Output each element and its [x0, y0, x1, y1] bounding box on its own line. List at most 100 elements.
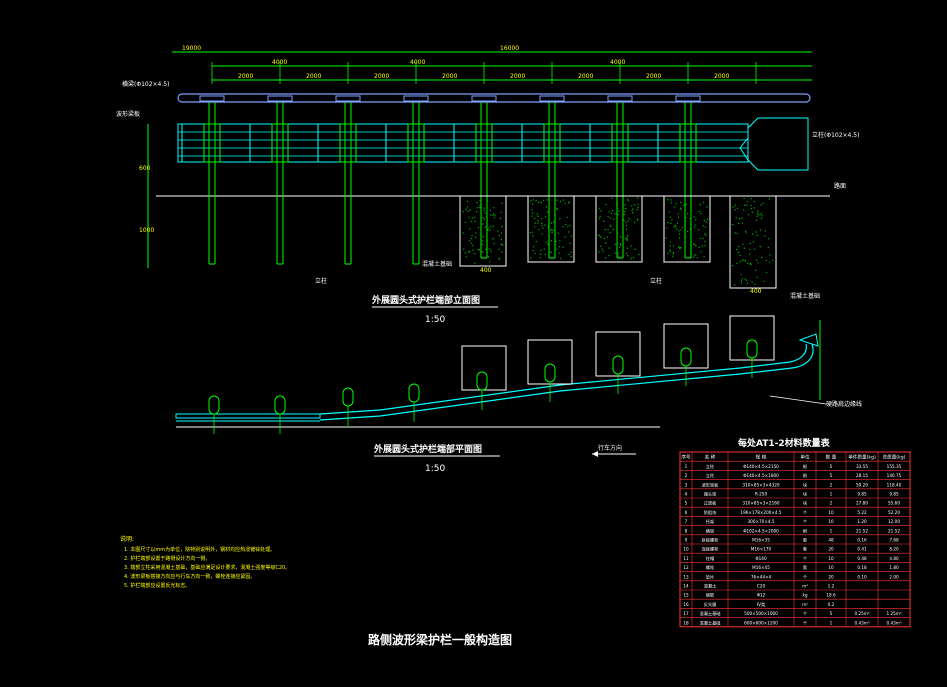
concrete-speckle [551, 231, 553, 234]
table-cell: 个 [803, 611, 808, 616]
concrete-speckle [480, 214, 482, 216]
concrete-speckle [674, 224, 676, 227]
concrete-speckle [487, 256, 490, 258]
label-beam: 波形梁板 [116, 110, 140, 118]
concrete-foundation [459, 195, 507, 267]
table-cell: 9.85 [857, 492, 867, 497]
concrete-speckle [612, 209, 614, 212]
rail-block [199, 95, 225, 102]
concrete-speckle [602, 250, 604, 253]
concrete-speckle [738, 218, 741, 220]
concrete-speckle [734, 209, 736, 211]
concrete-speckle [474, 216, 476, 219]
plan-post [408, 383, 420, 403]
concrete-speckle [551, 228, 553, 230]
table-cell: Φ102×4.5×2000 [743, 528, 779, 533]
table-cell: 21.52 [856, 528, 868, 533]
label-post-left: 立柱 [315, 277, 327, 285]
concrete-speckle [693, 254, 695, 256]
concrete-speckle [532, 235, 534, 237]
concrete-speckle [733, 284, 736, 286]
concrete-speckle [598, 217, 601, 220]
concrete-speckle [488, 227, 490, 229]
concrete-speckle [562, 199, 565, 201]
concrete-speckle [482, 251, 484, 253]
table-cell: Φ140 [755, 556, 767, 561]
table-cell: R-250 [755, 492, 768, 497]
table-cell: 20 [828, 547, 834, 552]
concrete-speckle [539, 257, 541, 259]
concrete-speckle [632, 212, 634, 214]
concrete-speckle [540, 249, 542, 251]
concrete-speckle [634, 204, 636, 206]
table-cell: 12 [683, 565, 689, 570]
table-border [679, 451, 911, 628]
concrete-speckle [768, 198, 770, 200]
concrete-speckle [670, 222, 672, 224]
concrete-speckle [598, 234, 600, 236]
concrete-speckle [616, 236, 618, 238]
span-dim-label: 2000 [646, 73, 661, 80]
concrete-speckle [693, 256, 695, 258]
concrete-speckle [741, 278, 743, 280]
concrete-speckle [700, 212, 702, 215]
concrete-speckle [544, 224, 546, 226]
concrete-speckle [536, 213, 538, 215]
concrete-speckle [704, 240, 706, 243]
concrete-speckle [669, 241, 672, 243]
concrete-speckle [535, 199, 537, 202]
post-splice [611, 123, 629, 163]
concrete-speckle [617, 255, 620, 257]
table-cell: 10 [683, 547, 689, 552]
concrete-speckle [547, 225, 549, 227]
concrete-speckle [689, 206, 692, 208]
elevation-view: 19000 16000 4000 4000 4000 2000200020002… [116, 45, 859, 325]
concrete-speckle [738, 222, 740, 225]
concrete-speckle [681, 226, 683, 229]
concrete-speckle [614, 213, 616, 215]
table-cell: 10 [828, 565, 834, 570]
concrete-speckle [624, 207, 627, 210]
table-cell: 5 [830, 611, 833, 616]
span-dim-label: 2000 [442, 73, 457, 80]
concrete-speckle [609, 224, 611, 226]
concrete-speckle [498, 258, 500, 260]
concrete-speckle [500, 243, 502, 245]
concrete-speckle [474, 252, 476, 255]
rail-block [267, 95, 293, 102]
concrete-speckle [760, 204, 762, 206]
plan-post [476, 371, 488, 391]
concrete-speckle [624, 237, 627, 240]
concrete-speckle [619, 236, 622, 238]
concrete-speckle [637, 203, 639, 205]
table-cell: 5 [830, 473, 833, 478]
concrete-speckle [500, 238, 502, 241]
table-cell: 4 [685, 492, 688, 497]
post-splice [203, 123, 221, 163]
rail-block [471, 95, 497, 102]
table-cell: M16×45 [752, 565, 770, 570]
table-cell: 0.41 [857, 547, 867, 552]
span-dim-label: 2000 [374, 73, 389, 80]
concrete-speckle [489, 209, 492, 212]
concrete-speckle [756, 215, 758, 218]
concrete-speckle [756, 276, 758, 278]
plan-foundation-box [663, 323, 709, 369]
concrete-speckle [617, 213, 619, 216]
table-cell: 20 [828, 574, 834, 579]
concrete-speckle [483, 207, 485, 209]
concrete-speckle [687, 213, 689, 215]
dim-seg-3: 4000 [610, 59, 625, 66]
concrete-speckle [619, 246, 621, 249]
concrete-speckle [741, 222, 743, 224]
table-cell: 横梁 [706, 527, 715, 534]
table-cell: 0.10 [857, 574, 867, 579]
concrete-speckle [559, 200, 562, 203]
concrete-speckle [556, 248, 558, 250]
table-cell: 600×600×1200 [744, 620, 778, 625]
concrete-speckle [747, 214, 750, 216]
concrete-speckle [556, 208, 558, 211]
concrete-speckle [482, 217, 484, 219]
table-cell: 套 [803, 537, 808, 544]
concrete-speckle [739, 254, 741, 256]
